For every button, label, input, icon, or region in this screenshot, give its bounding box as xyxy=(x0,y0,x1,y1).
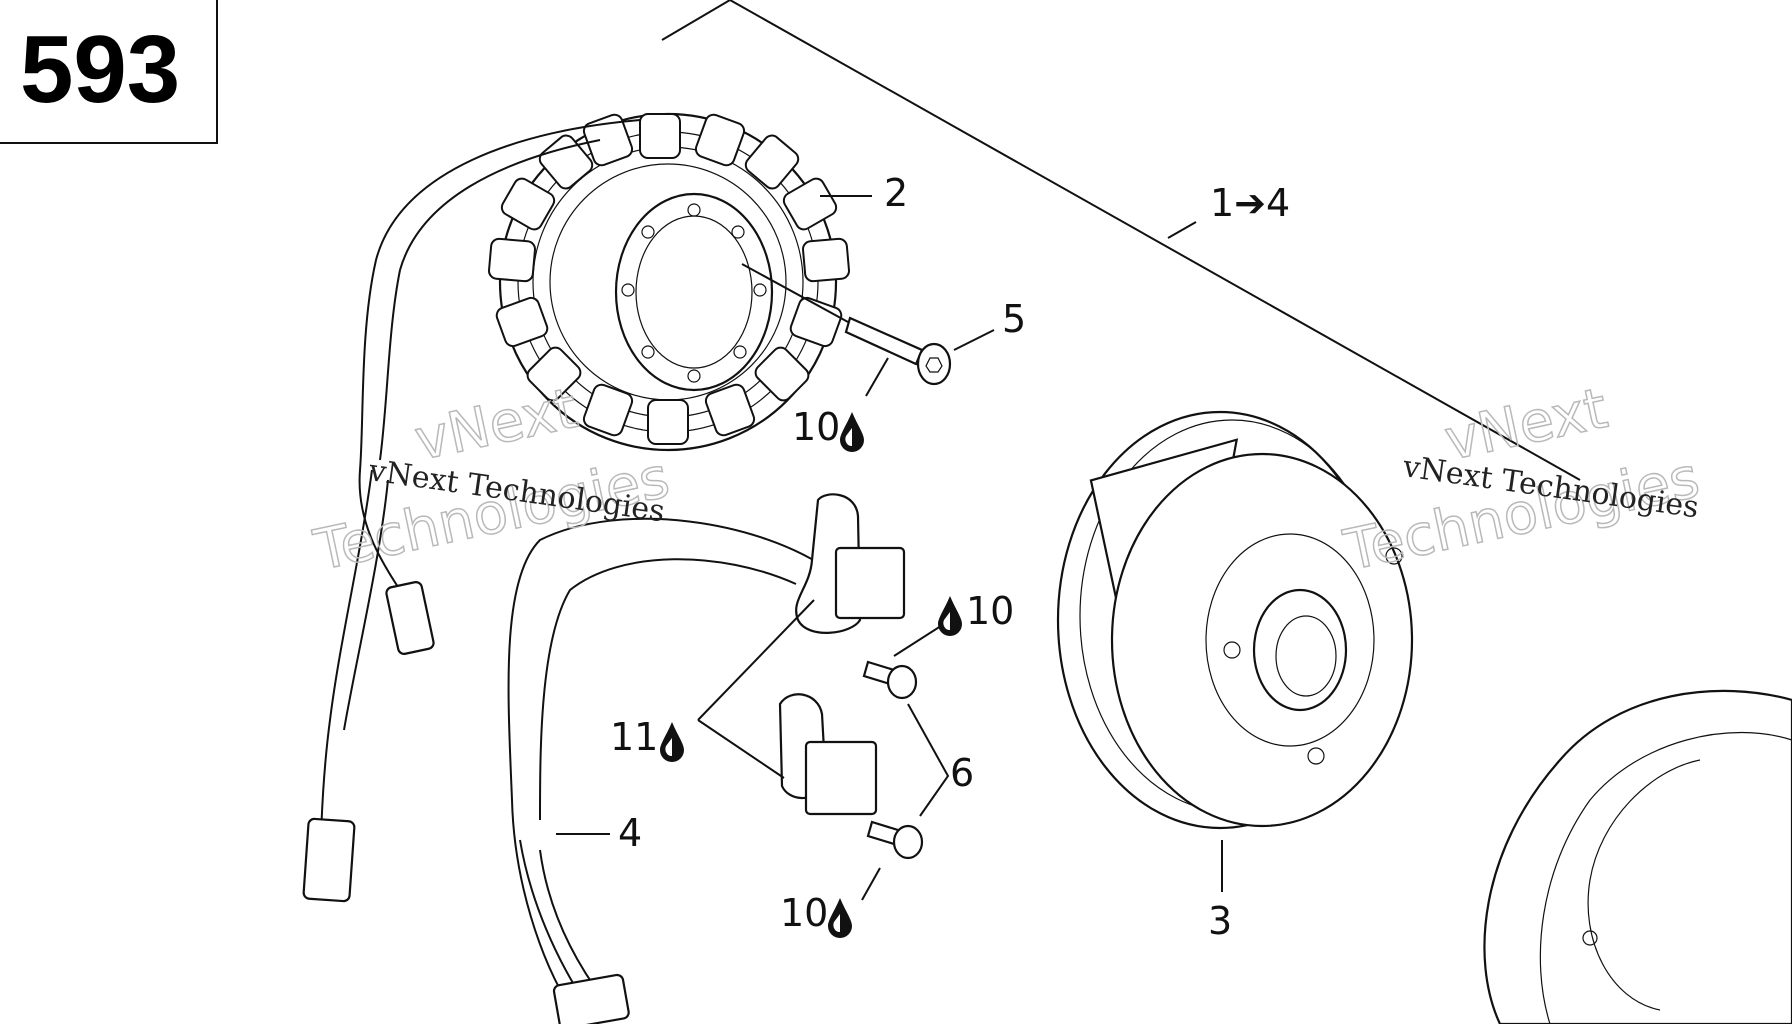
page-number: 593 xyxy=(20,16,181,123)
callout-torque-sensor-bottom: 10 xyxy=(780,891,828,935)
drop-icon xyxy=(828,898,852,938)
callout-stator-screw: 5 xyxy=(1002,297,1026,341)
ring-gear-part xyxy=(1483,689,1792,1026)
watermark-right: vNext Technologies vNext Technologies xyxy=(1338,375,1706,584)
callout-harness: 4 xyxy=(618,811,642,855)
assembly-bracket xyxy=(661,0,1581,481)
drop-icon xyxy=(938,596,962,636)
callout-sensor-screws: 6 xyxy=(950,751,974,795)
callout-torque-stator-screw: 10 xyxy=(792,405,840,449)
page-number-box: 593 xyxy=(0,0,218,144)
callout-torque-sensor-top: 10 xyxy=(966,589,1014,633)
callout-assembly: 1➔4 xyxy=(1210,181,1290,225)
stator-part xyxy=(488,112,872,452)
callout-stator: 2 xyxy=(884,171,908,215)
sensor-screws-part xyxy=(861,623,950,901)
flywheel-part xyxy=(1056,410,1414,892)
stator-screw-part xyxy=(741,263,995,397)
sensor-harness xyxy=(507,493,906,1029)
drop-icon xyxy=(840,412,864,452)
callout-torque-sensor-bracket: 11 xyxy=(610,715,658,759)
drop-icon xyxy=(660,722,684,762)
stator-harness xyxy=(302,119,641,903)
watermark-outline-line1: vNext xyxy=(409,376,583,474)
callout-flywheel: 3 xyxy=(1208,899,1232,943)
